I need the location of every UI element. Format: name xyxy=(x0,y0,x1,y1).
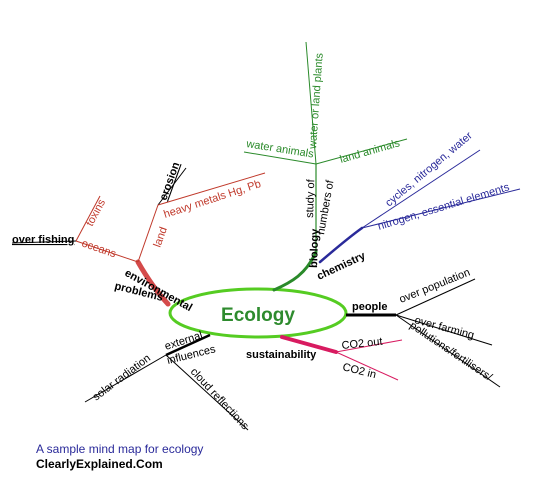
co2-out-line xyxy=(335,339,403,353)
land-animals-line xyxy=(315,138,408,165)
external-influences-stem xyxy=(165,333,211,357)
caption-line-2: ClearlyExplained.Com xyxy=(36,457,163,471)
chemistry-stem xyxy=(318,226,364,264)
solar-radiation-line xyxy=(84,354,167,403)
co2-in-line xyxy=(335,351,399,381)
cloud-reflections-label: cloud reflections xyxy=(188,366,251,433)
co2-in-label: CO2 in xyxy=(341,361,377,381)
nitrogen-line xyxy=(361,188,521,229)
land-label: land xyxy=(152,225,170,249)
oceans-line xyxy=(75,240,139,263)
land-line xyxy=(137,204,159,263)
plants-line xyxy=(305,41,317,165)
water-animals-line xyxy=(243,151,317,165)
center-node-ring xyxy=(168,287,348,339)
toxins-label: toxins xyxy=(84,197,108,228)
over-population-line xyxy=(395,278,476,316)
sustainability-label: sustainability xyxy=(246,349,317,361)
cloud-reflections-line xyxy=(165,354,249,431)
land-animals-label: land animals xyxy=(339,137,402,166)
erosion-label: erosion xyxy=(158,160,183,202)
pollutions-line xyxy=(395,314,501,388)
erosion-line xyxy=(157,167,187,206)
caption-line-1: A sample mind map for ecology xyxy=(36,442,204,456)
cycles-line xyxy=(361,149,481,229)
biology-label: biology xyxy=(308,228,321,268)
people-label: people xyxy=(352,301,387,313)
biology-stem xyxy=(272,250,318,292)
co2-out-label: CO2 out xyxy=(341,336,383,352)
study-of-label: study of xyxy=(304,178,317,218)
water-animals-label: water animals xyxy=(245,138,315,161)
chemistry-label: chemistry xyxy=(315,250,368,283)
over-fishing-line xyxy=(11,240,77,244)
solar-radiation-label: solar radiation xyxy=(91,352,153,403)
environmental-problems-stem xyxy=(135,259,171,307)
numbers-of-label: numbers of xyxy=(315,178,337,235)
sustainability-stem xyxy=(280,335,338,354)
oceans-label: oceans xyxy=(80,237,118,260)
over-fishing-label: over fishing xyxy=(12,234,74,246)
center-node-label: Ecology xyxy=(221,305,295,326)
over-population-label: over population xyxy=(398,266,472,305)
plants-label: water or land plants xyxy=(307,52,326,150)
heavy-metals-line xyxy=(157,172,266,206)
toxins-line xyxy=(75,195,101,242)
over-farming-line xyxy=(395,314,493,346)
